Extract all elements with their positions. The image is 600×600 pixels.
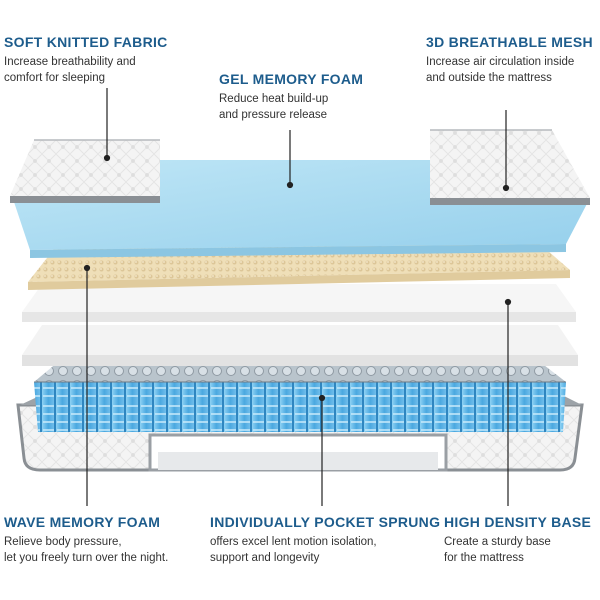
breathable-mesh-title: 3D BREATHABLE MESH [426,34,593,50]
soft-knitted-fabric-desc-1: Increase breathability and [4,56,136,68]
leader-lines [83,88,512,506]
wave-memory-foam-desc-1: Relieve body pressure, [4,536,122,548]
high-density-base-title: HIGH DENSITY BASE [444,514,592,530]
soft-knitted-fabric-label: SOFT KNITTED FABRIC Increase breathabili… [4,34,168,86]
gel-memory-foam-label: GEL MEMORY FOAM Reduce heat build-up and… [219,71,363,123]
breathable-mesh-desc-2: and outside the mattress [426,72,552,84]
comfort-foam-layer [22,284,576,322]
gel-memory-foam-layer [12,160,590,258]
support-foam-layer [22,325,578,366]
pocket-sprung-desc-2: support and longevity [210,552,320,564]
soft-knitted-fabric-title: SOFT KNITTED FABRIC [4,34,168,50]
wave-memory-foam-label: WAVE MEMORY FOAM Relieve body pressure, … [4,514,168,566]
gel-memory-foam-title: GEL MEMORY FOAM [219,71,364,87]
breathable-mesh-label: 3D BREATHABLE MESH Increase air circulat… [426,34,593,86]
pocket-sprung-label: INDIVIDUALLY POCKET SPRUNG offers excel … [210,514,440,566]
pocket-spring-layer [34,362,566,432]
pocket-sprung-desc-1: offers excel lent motion isolation, [210,536,377,548]
high-density-base-desc-2: for the mattress [444,552,524,564]
high-density-base-label: HIGH DENSITY BASE Create a sturdy base f… [444,514,591,566]
breathable-mesh-desc-1: Increase air circulation inside [426,56,575,68]
gel-memory-foam-desc-2: and pressure release [219,109,328,121]
high-density-base-desc-1: Create a sturdy base [444,536,551,548]
soft-knitted-fabric-panel [10,139,160,203]
soft-knitted-fabric-desc-2: comfort for sleeping [4,72,105,84]
wave-memory-foam-title: WAVE MEMORY FOAM [4,514,161,530]
breathable-mesh-panel [430,129,590,205]
wave-memory-foam-desc-2: let you freely turn over the night. [4,552,169,564]
pocket-sprung-title: INDIVIDUALLY POCKET SPRUNG [210,514,441,530]
gel-memory-foam-desc-1: Reduce heat build-up [219,93,329,105]
